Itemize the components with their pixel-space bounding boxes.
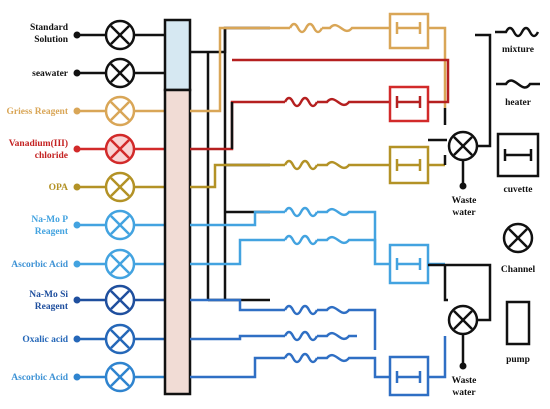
mixture-coil-icon	[283, 234, 319, 246]
heater-coil-icon	[496, 79, 540, 89]
silicate-flow-lines	[190, 298, 447, 397]
channel-na-mo-si-reagent: Na-Mo Si Reagent	[29, 284, 165, 316]
inlet-dot	[73, 221, 81, 229]
channel-label-line1: Ascorbic Acid	[11, 260, 68, 270]
channel-label-line1: Na-Mo Si	[29, 290, 68, 300]
legend-pump-label: pump	[506, 355, 530, 365]
mixture-coil-icon	[283, 304, 319, 316]
channel-vanadium-chloride: Vanadium(III) chloride	[9, 133, 165, 165]
legend-cuvette: cuvette	[496, 132, 540, 195]
channel-oxalic-acid: Oxalic acid	[22, 323, 165, 355]
waste-outlet-dot	[459, 182, 467, 190]
inlet-dot	[73, 183, 81, 191]
legend-mixture: mixture	[495, 26, 540, 55]
lower-waste-connections	[443, 264, 448, 302]
mixture-coil-icon	[283, 330, 319, 342]
legend-heater: heater	[496, 79, 540, 108]
channel-label-line2: chloride	[35, 151, 68, 161]
mixture-coil-icon	[283, 96, 319, 108]
waste-label-line2: water	[452, 388, 476, 398]
inlet-dot	[73, 69, 81, 77]
heater-coil-icon	[317, 353, 357, 363]
legend: mixture heater cuvette Channel pump	[495, 26, 540, 365]
channel-label-line1: OPA	[49, 183, 68, 193]
upper-waste-connections	[230, 102, 447, 165]
channel-na-mo-p-reagent: Na-Mo P Reagent	[31, 209, 165, 241]
inlet-dot	[73, 296, 81, 304]
channel-label-line1: Na-Mo P	[31, 215, 68, 225]
channel-label-line1: seawater	[32, 69, 69, 79]
channel-opa: OPA	[49, 171, 165, 203]
channel-label-line1: Ascorbic Acid	[11, 373, 68, 383]
waste-label-line2: water	[452, 208, 476, 218]
inlet-dot	[73, 260, 81, 268]
heater-coil-icon	[322, 23, 360, 33]
phosphate-flow-lines	[190, 206, 445, 285]
waste-label-line1: Waste	[452, 196, 477, 206]
channel-label-line1: Standard	[30, 23, 69, 33]
channel-label-line2: Solution	[34, 35, 69, 45]
pump-icon	[505, 300, 531, 346]
inlet-dot	[73, 373, 81, 381]
heater-coil-icon	[317, 331, 357, 341]
channel-valve-icon	[104, 323, 136, 355]
channel-valve-icon	[104, 171, 136, 203]
mixture-coil-icon	[283, 159, 319, 171]
channel-griess-reagent: Griess Reagent	[7, 95, 165, 127]
channel-label-line2: Reagent	[35, 227, 69, 237]
channel-ascorbic-acid-1: Ascorbic Acid	[11, 248, 165, 280]
channel-label-line1: Oxalic acid	[22, 335, 68, 345]
waste-valve-lower: Waste water	[428, 263, 492, 398]
mixture-coil-icon	[495, 26, 540, 38]
channel-valve-icon	[104, 95, 136, 127]
cuvette-icon	[388, 12, 430, 50]
legend-channel: Channel	[501, 222, 536, 275]
inlet-dot	[73, 145, 81, 153]
channel-valve-icon	[104, 133, 136, 165]
channel-standard-solution: Standard Solution	[30, 19, 165, 51]
legend-pump: pump	[505, 300, 531, 365]
channel-valve-icon	[104, 248, 136, 280]
legend-channel-label: Channel	[501, 265, 536, 275]
channel-valve-icon	[104, 209, 136, 241]
legend-heater-label: heater	[505, 98, 532, 108]
inlet-dot	[73, 335, 81, 343]
mixture-coil-icon	[288, 22, 324, 34]
inlet-dot	[73, 31, 81, 39]
cuvette-icon	[388, 85, 430, 123]
heater-coil-icon	[317, 235, 357, 245]
heater-coil-icon	[317, 97, 357, 107]
heater-coil-icon	[317, 207, 357, 217]
inlet-dot	[73, 107, 81, 115]
channel-valve-icon	[104, 19, 136, 51]
legend-mixture-label: mixture	[502, 45, 534, 55]
heater-coil-icon	[317, 160, 357, 170]
channel-label-line2: Reagent	[35, 302, 69, 312]
opa-flow-line	[190, 145, 445, 189]
channel-label-line1: Vanadium(III)	[9, 138, 68, 149]
channel-list: Standard Solution seawater Griess Reagen…	[7, 19, 165, 393]
heater-coil-icon	[317, 305, 357, 315]
channel-ascorbic-acid-2: Ascorbic Acid	[11, 361, 165, 393]
mixture-coil-icon	[283, 352, 319, 364]
vanadium-flow-line	[190, 58, 450, 151]
mixture-coil-icon	[283, 206, 319, 218]
channel-valve-icon	[104, 57, 136, 89]
channel-label-line1: Griess Reagent	[7, 107, 69, 117]
legend-cuvette-label: cuvette	[503, 185, 532, 195]
waste-valve-upper: Waste water	[447, 33, 492, 218]
peristaltic-pump	[163, 18, 192, 396]
waste-outlet-dot	[459, 362, 467, 370]
griess-flow-line	[190, 12, 447, 113]
channel-seawater: seawater	[32, 57, 165, 89]
channel-valve-icon	[104, 361, 136, 393]
waste-label-line1: Waste	[452, 376, 477, 386]
channel-valve-icon	[104, 284, 136, 316]
